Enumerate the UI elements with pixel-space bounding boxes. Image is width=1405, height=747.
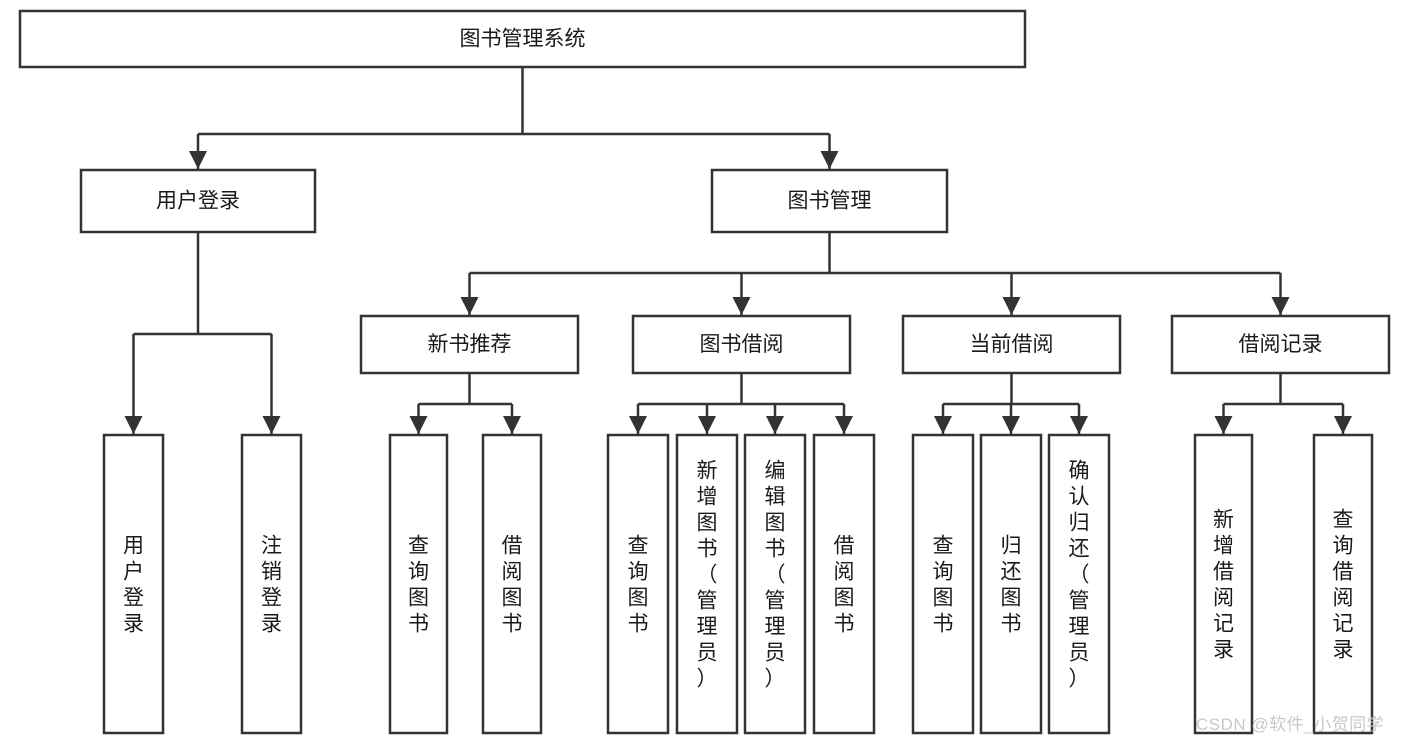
arrow-head: [1002, 416, 1020, 434]
node-box-leaf-query-book-cb: [911, 433, 975, 735]
node-box-leaf-user-login: [102, 433, 165, 735]
node-current-borrow[interactable]: 当前借阅: [901, 314, 1122, 375]
node-box-root: [18, 9, 1027, 69]
node-leaf-query-book-cb[interactable]: 查询图书: [911, 433, 975, 735]
arrow-head: [766, 416, 784, 434]
node-borrow-record[interactable]: 借阅记录: [1170, 314, 1391, 375]
node-label-leaf-query-book-bb: 查询图书: [628, 534, 649, 635]
arrow-head: [1002, 297, 1021, 315]
edges-layer: [124, 67, 1352, 434]
node-book-borrow[interactable]: 图书借阅: [631, 314, 852, 375]
arrow-head: [124, 416, 143, 434]
node-box-leaf-add-book: [675, 433, 739, 735]
node-box-leaf-query-book-nbr: [388, 433, 449, 735]
node-root[interactable]: 图书管理系统: [18, 9, 1027, 69]
arrow-head: [262, 416, 281, 434]
node-leaf-query-book-nbr[interactable]: 查询图书: [388, 433, 449, 735]
node-box-leaf-edit-book: [743, 433, 807, 735]
arrow-head: [835, 416, 853, 434]
node-book-manage[interactable]: 图书管理: [710, 168, 949, 234]
node-box-book-manage: [710, 168, 949, 234]
node-box-leaf-query-book-bb: [606, 433, 670, 735]
node-box-borrow-record: [1170, 314, 1391, 375]
node-box-book-borrow: [631, 314, 852, 375]
node-label-leaf-query-book-cb: 查询图书: [933, 534, 954, 635]
node-leaf-add-record[interactable]: 新增借阅记录: [1193, 433, 1254, 735]
arrow-head: [1271, 297, 1290, 315]
node-box-current-borrow: [901, 314, 1122, 375]
edge-group-root: [189, 67, 839, 169]
node-leaf-confirm-return[interactable]: 确认归还（管理员）: [1047, 433, 1111, 735]
node-leaf-add-book[interactable]: 新增图书（管理员）: [675, 433, 739, 735]
node-label-book-borrow: 图书借阅: [700, 333, 784, 356]
arrow-head: [503, 416, 521, 434]
node-label-leaf-borrow-book-nbr: 借阅图书: [502, 534, 523, 635]
arrow-head: [820, 151, 839, 169]
node-label-leaf-return-book: 归还图书: [1001, 534, 1022, 635]
node-leaf-return-book[interactable]: 归还图书: [979, 433, 1043, 735]
node-label-leaf-edit-book: 编辑图书（管理员）: [765, 459, 786, 690]
arrow-head: [698, 416, 716, 434]
node-leaf-borrow-book-nbr[interactable]: 借阅图书: [481, 433, 543, 735]
arrow-head: [732, 297, 751, 315]
node-leaf-user-logout[interactable]: 注销登录: [240, 433, 303, 735]
edge-group-new-book-recommend: [409, 373, 521, 434]
node-label-borrow-record: 借阅记录: [1239, 333, 1323, 356]
node-box-leaf-query-record: [1312, 433, 1374, 735]
node-box-leaf-borrow-book-bb: [812, 433, 876, 735]
arrow-head: [409, 416, 428, 434]
node-box-leaf-return-book: [979, 433, 1043, 735]
arrow-head: [1334, 416, 1352, 434]
arrow-head: [934, 416, 952, 434]
node-label-new-book-recommend: 新书推荐: [428, 333, 512, 356]
edge-group-book-borrow: [629, 373, 853, 434]
arrow-head: [189, 151, 207, 169]
node-label-root: 图书管理系统: [460, 28, 586, 51]
csdn-watermark: CSDN @软件_小贺同学: [1196, 715, 1384, 734]
node-box-leaf-confirm-return: [1047, 433, 1111, 735]
node-label-leaf-query-book-nbr: 查询图书: [408, 534, 429, 635]
node-leaf-edit-book[interactable]: 编辑图书（管理员）: [743, 433, 807, 735]
arrow-head: [1070, 416, 1088, 434]
node-box-leaf-user-logout: [240, 433, 303, 735]
arrow-head: [1214, 416, 1233, 434]
node-leaf-borrow-book-bb[interactable]: 借阅图书: [812, 433, 876, 735]
node-label-leaf-add-book: 新增图书（管理员）: [697, 459, 718, 690]
node-user-login[interactable]: 用户登录: [79, 168, 317, 234]
node-label-book-manage: 图书管理: [788, 190, 872, 213]
node-label-user-login: 用户登录: [156, 190, 240, 213]
edge-group-book-manage: [460, 232, 1290, 315]
node-label-leaf-user-logout: 注销登录: [261, 534, 282, 635]
edge-group-current-borrow: [934, 373, 1088, 434]
nodes-layer: 图书管理系统用户登录图书管理新书推荐图书借阅当前借阅借阅记录用户登录注销登录查询…: [18, 9, 1391, 735]
arrow-head: [460, 297, 479, 315]
node-label-leaf-query-record: 查询借阅记录: [1333, 508, 1354, 661]
node-leaf-user-login[interactable]: 用户登录: [102, 433, 165, 735]
arrow-head: [629, 416, 647, 434]
edge-group-user-login: [124, 232, 281, 434]
node-label-leaf-user-login: 用户登录: [123, 534, 144, 635]
node-label-leaf-borrow-book-bb: 借阅图书: [834, 534, 855, 635]
node-label-leaf-add-record: 新增借阅记录: [1213, 508, 1234, 661]
node-leaf-query-book-bb[interactable]: 查询图书: [606, 433, 670, 735]
node-label-current-borrow: 当前借阅: [970, 333, 1054, 356]
node-box-user-login: [79, 168, 317, 234]
node-box-leaf-borrow-book-nbr: [481, 433, 543, 735]
node-box-new-book-recommend: [359, 314, 580, 375]
node-leaf-query-record[interactable]: 查询借阅记录: [1312, 433, 1374, 735]
edge-group-borrow-record: [1214, 373, 1352, 434]
node-new-book-recommend[interactable]: 新书推荐: [359, 314, 580, 375]
node-box-leaf-add-record: [1193, 433, 1254, 735]
node-label-leaf-confirm-return: 确认归还（管理员）: [1069, 459, 1090, 690]
